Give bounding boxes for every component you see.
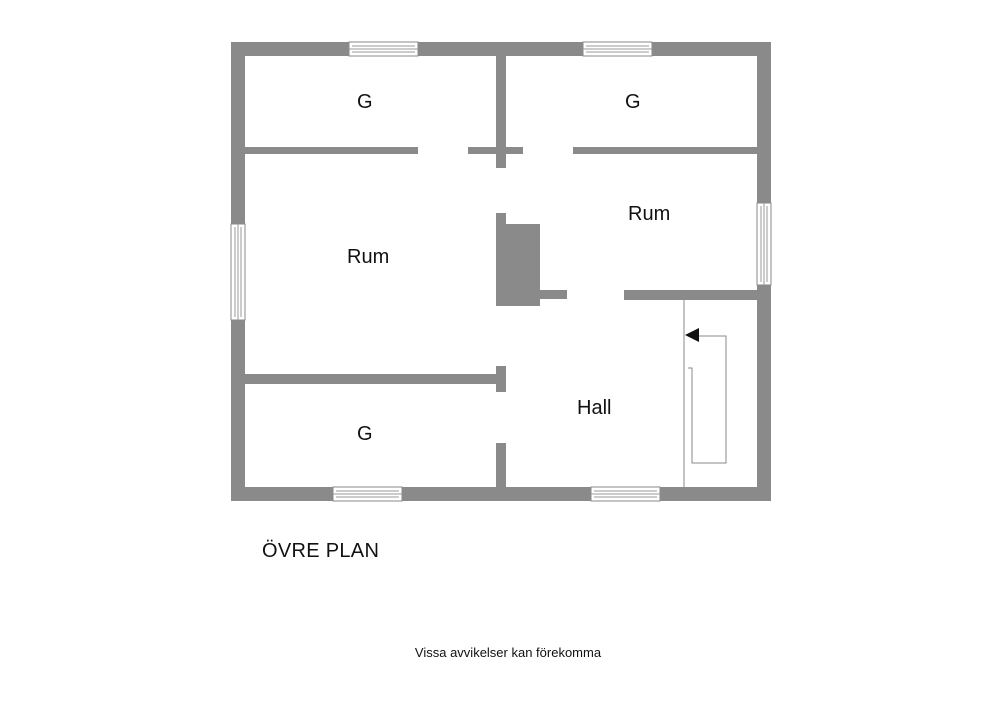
wall-top-left-room <box>245 147 418 154</box>
wall-bottom <box>231 487 771 501</box>
wall-lower-left <box>245 374 506 384</box>
window-left <box>230 223 246 321</box>
window-bottom-left <box>332 486 403 502</box>
wall-right-rum <box>624 290 757 300</box>
window-bottom-right <box>590 486 661 502</box>
wall-lower-stub <box>496 366 506 392</box>
chimney-block <box>496 213 506 306</box>
wall-lower-divider <box>496 443 506 487</box>
room-labels: G G Rum Rum Hall G <box>347 91 670 445</box>
wall-top-right-room <box>573 147 757 154</box>
room-label-g-bottom-left: G <box>357 423 373 445</box>
window-top-left <box>348 41 419 57</box>
stair-run <box>688 335 727 464</box>
wall-top <box>231 42 771 56</box>
window-top-right <box>582 41 653 57</box>
room-label-g-top-left: G <box>357 91 373 113</box>
wall-top-center-stub <box>468 147 523 154</box>
room-label-hall: Hall <box>577 397 611 419</box>
disclaimer-text: Vissa avvikelser kan förekomma <box>414 645 602 660</box>
window-right <box>756 202 772 286</box>
wall-top-divider <box>496 56 506 168</box>
chimney-base <box>506 290 567 299</box>
room-label-rum-left: Rum <box>347 246 389 268</box>
staircase <box>683 300 727 487</box>
windows <box>230 41 772 502</box>
room-label-rum-right: Rum <box>628 203 670 225</box>
room-label-g-top-right: G <box>625 91 641 113</box>
interior-walls <box>245 56 757 487</box>
plan-title: ÖVRE PLAN <box>262 540 380 562</box>
triangle-left-icon <box>685 328 699 342</box>
